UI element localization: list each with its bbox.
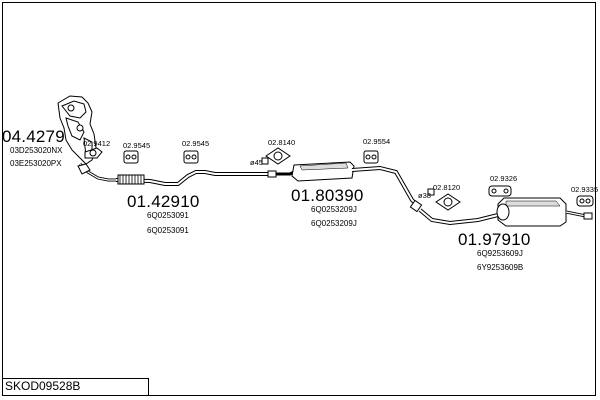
fitting-label-f2: 02.9545 bbox=[123, 141, 151, 150]
centre-pipe-ref-2: 6Q0253091 bbox=[147, 226, 189, 235]
rear-silencer-ref-2: 6Y9253609B bbox=[477, 263, 524, 272]
diagram-code-box bbox=[2, 378, 149, 396]
middle-silencer-ref-1: 6Q0253209J bbox=[311, 205, 357, 214]
front-pipe-ref-1: 03D253020NX bbox=[10, 146, 63, 155]
diameter-marker-38-icon bbox=[427, 188, 435, 196]
fitting-label-f5: 02.9554 bbox=[363, 137, 391, 146]
fitting-label-f1: 02.9412 bbox=[83, 139, 111, 148]
fitting-hanger-f8-icon bbox=[576, 195, 594, 207]
fitting-label-f3: 02.9545 bbox=[182, 139, 210, 148]
diagram-code: SKOD09528B bbox=[5, 379, 81, 393]
diameter-label-38: ø38 bbox=[418, 191, 431, 200]
front-pipe-drawing bbox=[57, 95, 116, 182]
rear-silencer-number: 01.97910 bbox=[458, 230, 531, 249]
fitting-gasket-f4-icon bbox=[265, 147, 291, 165]
fitting-gasket-f1-icon bbox=[84, 147, 103, 159]
fitting-label-f8: 02.9335 bbox=[571, 185, 599, 194]
fitting-label-f4: 02.8140 bbox=[268, 138, 296, 147]
front-pipe-ref-2: 03E253020PX bbox=[10, 159, 62, 168]
middle-silencer-drawing bbox=[276, 161, 423, 213]
fitting-hanger-f3-icon bbox=[183, 150, 199, 164]
fitting-hanger-f2-icon bbox=[123, 150, 139, 164]
fitting-label-f7: 02.9326 bbox=[490, 174, 518, 183]
centre-pipe-drawing bbox=[115, 170, 277, 186]
middle-silencer-number: 01.80390 bbox=[291, 186, 364, 205]
fitting-hanger-f7-icon bbox=[488, 185, 512, 197]
diagram-frame bbox=[2, 2, 596, 396]
fitting-hanger-f5-icon bbox=[363, 150, 379, 164]
fitting-gasket-f6-icon bbox=[435, 193, 461, 211]
centre-pipe-ref-1: 6Q0253091 bbox=[147, 211, 189, 220]
diameter-label-45: ø45 bbox=[250, 158, 263, 167]
front-pipe-number: 04.4279 bbox=[2, 127, 65, 146]
fitting-label-f6: 02.8120 bbox=[433, 183, 461, 192]
middle-silencer-ref-2: 6Q0253209J bbox=[311, 219, 357, 228]
rear-silencer-ref-1: 6Q9253609J bbox=[477, 249, 523, 258]
diameter-marker-45-icon bbox=[261, 157, 269, 165]
centre-pipe-number: 01.42910 bbox=[127, 192, 200, 211]
rear-silencer-drawing bbox=[418, 197, 593, 227]
